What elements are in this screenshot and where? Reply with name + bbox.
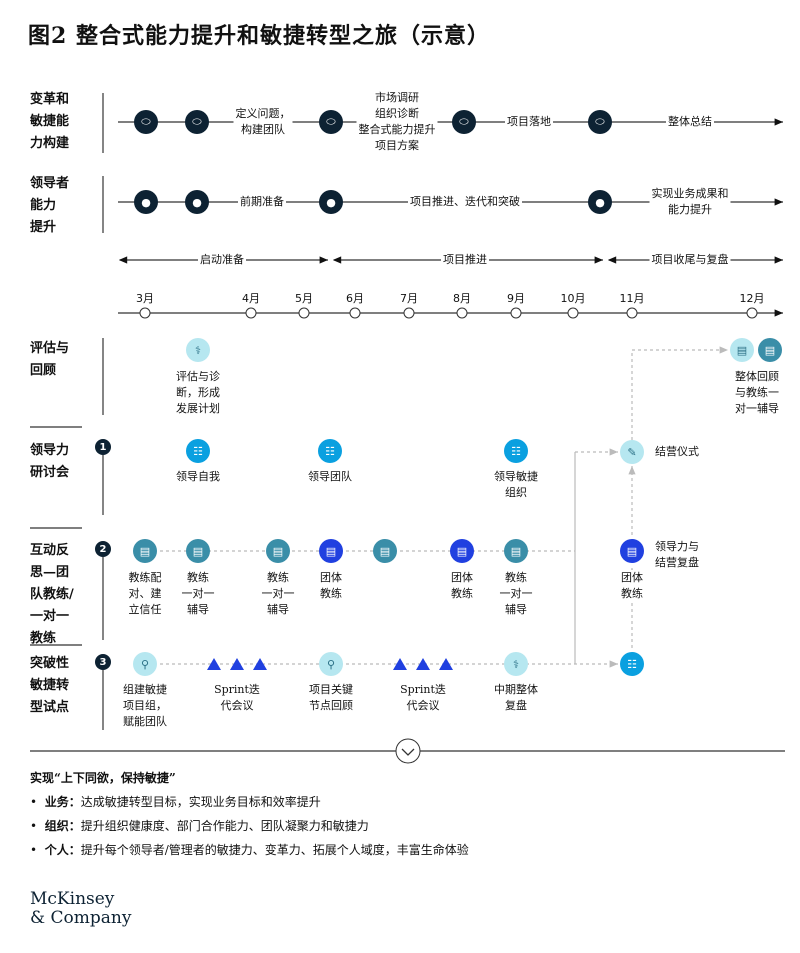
workshop-team: 领导团队	[306, 469, 354, 485]
row-label-leader-capability: 领导者能力提升	[30, 176, 70, 235]
row-label-workshop: 领导力研讨会	[30, 443, 70, 480]
summary: 实现“上下同欲，保持敏捷” • 业务：达成敏捷转型目标，实现业务目标和效率提升 …	[30, 766, 469, 862]
workshop-agile-org: 领导敏捷组织	[492, 469, 540, 501]
clipboard-icon: ▤	[504, 539, 528, 563]
month-label: 10月	[560, 292, 586, 305]
summary-heading: 实现“上下同欲，保持敏捷”	[30, 771, 176, 785]
month-label: 12月	[739, 292, 765, 305]
summary-bullet: • 个人：提升每个领导者/管理者的敏捷力、变革力、拓展个人域度，丰富生命体验	[30, 843, 469, 857]
chevron-down-icon	[396, 739, 420, 763]
page-title: 图2 整合式能力提升和敏捷转型之旅（示意）	[28, 23, 490, 49]
stethoscope-icon: ⚕	[504, 652, 528, 676]
row-label-change-agility: 变革和敏捷能力构建	[30, 92, 70, 151]
clipboard-icon: ▤	[620, 539, 644, 563]
mckinsey-logo: McKinsey& Company	[30, 889, 132, 928]
stethoscope-icon: ⚕	[186, 338, 210, 362]
clipboard-icon: ▤	[186, 539, 210, 563]
sprint-triangle-icon	[393, 658, 407, 670]
capsule-icon: ⬭	[452, 110, 476, 134]
coaching-group: 团体教练	[318, 570, 344, 602]
pilot-sprint: Sprint迭代会议	[398, 682, 448, 714]
month-label: 5月	[295, 292, 313, 305]
sprint-triangle-icon	[230, 658, 244, 670]
group-icon: ☷	[504, 439, 528, 463]
phase-closing: 项目收尾与复盘	[649, 252, 731, 268]
coaching-one-on-one: 教练一对一辅导	[259, 570, 297, 618]
workshop-self: 领导自我	[174, 469, 222, 485]
step-iteration: 项目推进、迭代和突破	[408, 194, 522, 210]
leadership-review: 领导力与结营复盘	[655, 540, 699, 569]
step-number-badge: 2	[95, 541, 111, 557]
apple-icon: ●	[319, 190, 343, 214]
month-label: 8月	[453, 292, 471, 305]
capsule-icon: ⬭	[134, 110, 158, 134]
step-preparation: 前期准备	[238, 194, 286, 210]
month-label: 7月	[400, 292, 418, 305]
assess-diagnosis-text: 评估与诊断，形成发展计划	[174, 369, 222, 417]
month-label: 9月	[507, 292, 525, 305]
clipboard-icon: ▤	[266, 539, 290, 563]
sprint-triangle-icon	[207, 658, 221, 670]
group-icon: ☷	[620, 652, 644, 676]
pilot-midterm-review: 中期整体复盘	[492, 682, 540, 714]
team-chart-icon: ⚲	[133, 652, 157, 676]
clipboard-icon: ▤	[758, 338, 782, 362]
final-review-text: 整体回顾与教练一对一辅导	[733, 369, 781, 417]
capsule-icon: ⬭	[185, 110, 209, 134]
step-summary: 整体总结	[666, 114, 714, 130]
step-define-problem: 定义问题，构建团队	[233, 106, 293, 138]
certificate-icon: ✎	[620, 440, 644, 464]
sprint-triangle-icon	[439, 658, 453, 670]
clipboard-icon: ▤	[730, 338, 754, 362]
month-label: 4月	[242, 292, 260, 305]
coaching-one-on-one: 教练一对一辅导	[179, 570, 217, 618]
apple-icon: ●	[134, 190, 158, 214]
row-label-coaching: 互动反思—团队教练/一对一教练	[30, 543, 74, 646]
row-label-pilot: 突破性敏捷转型试点	[30, 656, 70, 715]
pilot-sprint: Sprint迭代会议	[212, 682, 262, 714]
step-results: 实现业务成果和能力提升	[649, 186, 731, 218]
apple-icon: ●	[185, 190, 209, 214]
sprint-triangle-icon	[416, 658, 430, 670]
group-icon: ☷	[318, 439, 342, 463]
apple-icon: ●	[588, 190, 612, 214]
month-label: 11月	[619, 292, 645, 305]
summary-bullet: • 业务：达成敏捷转型目标，实现业务目标和效率提升	[30, 795, 321, 809]
step-landing: 项目落地	[505, 114, 553, 130]
clipboard-icon: ▤	[319, 539, 343, 563]
capsule-icon: ⬭	[588, 110, 612, 134]
coaching-one-on-one: 教练一对一辅导	[497, 570, 535, 618]
group-icon: ☷	[186, 439, 210, 463]
clipboard-icon: ▤	[133, 539, 157, 563]
team-chart-icon: ⚲	[319, 652, 343, 676]
step-research: 市场调研组织诊断整合式能力提升项目方案	[356, 90, 438, 154]
step-number-badge: 1	[95, 439, 111, 455]
clipboard-icon: ▤	[373, 539, 397, 563]
summary-bullet: • 组织：提升组织健康度、部门合作能力、团队凝聚力和敏捷力	[30, 819, 369, 833]
phase-kickoff: 启动准备	[198, 252, 246, 268]
clipboard-icon: ▤	[450, 539, 474, 563]
coaching-pairing: 教练配对、建立信任	[126, 570, 164, 618]
sprint-triangle-icon	[253, 658, 267, 670]
phase-progress: 项目推进	[441, 252, 489, 268]
pilot-build-team: 组建敏捷项目组，赋能团队	[121, 682, 169, 730]
month-label: 6月	[346, 292, 364, 305]
step-number-badge: 3	[95, 654, 111, 670]
capsule-icon: ⬭	[319, 110, 343, 134]
month-label: 3月	[136, 292, 154, 305]
coaching-group: 团体教练	[619, 570, 645, 602]
graduation-ceremony: 结营仪式	[655, 445, 699, 458]
coaching-group: 团体教练	[449, 570, 475, 602]
row-label-assessment: 评估与回顾	[30, 341, 70, 378]
pilot-milestone-review: 项目关键节点回顾	[307, 682, 355, 714]
